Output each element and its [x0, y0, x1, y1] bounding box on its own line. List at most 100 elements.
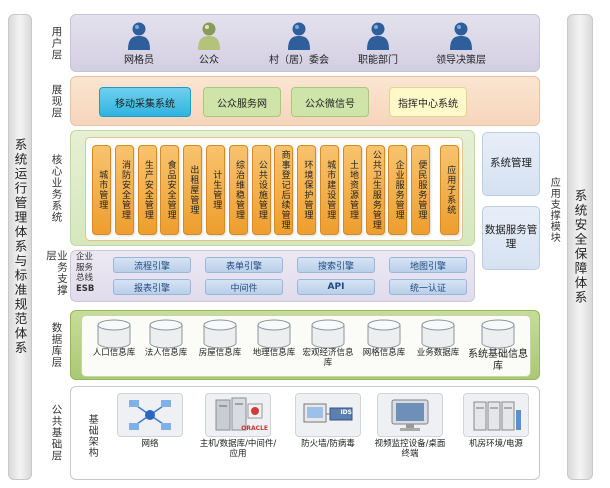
database-cylinder-icon — [421, 319, 455, 349]
core-service-item[interactable]: 出租屋管理 — [183, 145, 203, 235]
process-engine[interactable]: 流程引擎 — [113, 257, 191, 273]
layer-label-core: 核心业务系统 — [50, 153, 63, 223]
database-item: 房屋信息库 — [194, 319, 246, 359]
database-item: 地理信息库 — [248, 319, 300, 359]
left-sidebar: 系统运行管理体系与标准规范体系 — [8, 14, 32, 480]
firewall-icon: IDS — [295, 393, 361, 437]
report-engine[interactable]: 报表引擎 — [113, 279, 191, 295]
map-engine[interactable]: 地图引擎 — [389, 257, 467, 273]
person-icon — [128, 22, 150, 50]
public-wechat[interactable]: 公众微信号 — [291, 87, 369, 117]
user-gridworker: 网格员 — [109, 21, 169, 66]
database-item: 系统基础信息库 — [466, 319, 530, 372]
core-service-item[interactable]: 计生管理 — [206, 145, 225, 235]
database-label: 系统基础信息库 — [468, 349, 528, 372]
middleware[interactable]: 中间件 — [205, 279, 283, 295]
public-service-web[interactable]: 公众服务网 — [203, 87, 281, 117]
infra-layer-band: 基础架构 网络 ORACLE 主机/数据库/中间件/应用 IDS 防火墙/防病毒… — [70, 386, 540, 480]
database-panel: 人口信息库法人信息库房屋信息库地理信息库宏观经济信息库网格信息库业务数据库系统基… — [81, 315, 531, 377]
database-cylinder-icon — [97, 319, 131, 349]
form-engine[interactable]: 表单引擎 — [205, 257, 283, 273]
core-service-item[interactable]: 公共设施管理 — [251, 145, 271, 235]
infra-item-label: 网络 — [141, 439, 159, 449]
core-services-panel: 城市管理消防安全管理生产安全管理食品安全管理出租屋管理计生管理综治维稳管理公共设… — [85, 137, 463, 241]
core-service-item[interactable]: 食品安全管理 — [160, 145, 180, 235]
person-icon — [288, 22, 310, 50]
database-layer-band: 人口信息库法人信息库房屋信息库地理信息库宏观经济信息库网格信息库业务数据库系统基… — [70, 310, 540, 380]
core-layer-band: 城市管理消防安全管理生产安全管理食品安全管理出租屋管理计生管理综治维稳管理公共设… — [70, 130, 475, 246]
layer-label-database: 数据库层 — [50, 322, 63, 368]
layer-label-infra: 公共基础层 — [50, 404, 63, 462]
network-icon — [117, 393, 183, 437]
database-label: 地理信息库 — [252, 348, 296, 358]
database-item: 宏观经济信息库 — [302, 319, 354, 369]
person-icon — [450, 22, 472, 50]
core-service-item[interactable]: 综治维稳管理 — [228, 145, 248, 235]
user-layer-band: 网格员 公众 村（居）委会 职能部门 领导决策层 — [70, 14, 540, 72]
system-management-module[interactable]: 系统管理 — [482, 132, 540, 196]
layer-label-user: 用户层 — [50, 25, 63, 61]
core-service-item[interactable]: 生产安全管理 — [137, 145, 157, 235]
database-label: 法人信息库 — [144, 348, 188, 358]
user-label: 公众 — [199, 55, 219, 66]
database-cylinder-icon — [203, 319, 237, 349]
search-engine[interactable]: 搜索引擎 — [297, 257, 375, 273]
server-room-icon — [463, 393, 529, 437]
database-cylinder-icon — [257, 319, 291, 349]
data-service-management-module[interactable]: 数据服务管理 — [482, 206, 540, 270]
user-village-committee: 村（居）委会 — [259, 21, 339, 66]
layer-label-esb: 业务支撑层 — [45, 250, 69, 296]
server-icon: ORACLE — [205, 393, 271, 437]
command-center-system[interactable]: 指挥中心系统 — [389, 87, 467, 117]
core-service-item[interactable]: 应用子系统 — [440, 145, 459, 235]
infra-video-monitoring: 视频监控设备/桌面终端 — [373, 393, 447, 460]
core-service-item[interactable]: 企业服务管理 — [388, 145, 408, 235]
core-service-item[interactable]: 土地资源管理 — [342, 145, 362, 235]
database-cylinder-icon — [311, 319, 345, 349]
infra-servers: ORACLE 主机/数据库/中间件/应用 — [199, 393, 277, 460]
database-item: 法人信息库 — [140, 319, 192, 359]
monitor-icon — [377, 393, 443, 437]
database-label: 业务数据库 — [416, 348, 460, 358]
right-sidebar-label: 系统安全保障体系 — [572, 189, 588, 305]
database-item: 人口信息库 — [88, 319, 140, 359]
right-sidebar: 系统安全保障体系 — [567, 14, 593, 480]
infra-label: 基础架构 — [86, 414, 98, 458]
person-icon — [367, 22, 389, 50]
database-label: 网格信息库 — [362, 348, 406, 358]
database-cylinder-icon — [367, 319, 401, 349]
esb-label: 企业 服务 总线 ESB — [76, 252, 95, 294]
layer-label-presentation: 展现层 — [50, 83, 63, 119]
user-leadership: 领导决策层 — [421, 21, 501, 66]
infra-server-room: 机房环境/电源 — [459, 393, 533, 450]
user-label: 职能部门 — [358, 55, 398, 66]
core-service-item[interactable]: 便民服务管理 — [411, 145, 431, 235]
core-service-item[interactable]: 公共卫生服务管理 — [365, 145, 385, 235]
database-item: 业务数据库 — [412, 319, 464, 359]
user-label: 领导决策层 — [436, 55, 486, 66]
infra-item-label: 机房环境/电源 — [469, 439, 523, 449]
user-label: 网格员 — [124, 55, 154, 66]
presentation-layer-band: 移动采集系统 公众服务网 公众微信号 指挥中心系统 — [70, 76, 540, 126]
left-sidebar-label: 系统运行管理体系与标准规范体系 — [12, 138, 28, 356]
infra-item-label: 防火墙/防病毒 — [301, 439, 355, 449]
database-label: 房屋信息库 — [198, 348, 242, 358]
mobile-collection-system[interactable]: 移动采集系统 — [99, 87, 191, 117]
infra-item-label: 视频监控设备/桌面终端 — [374, 439, 446, 459]
database-label: 人口信息库 — [92, 348, 136, 358]
person-icon — [198, 22, 220, 50]
unified-auth[interactable]: 统一认证 — [389, 279, 467, 295]
core-service-item[interactable]: 消防安全管理 — [114, 145, 134, 235]
database-cylinder-icon — [481, 319, 515, 349]
user-label: 村（居）委会 — [269, 55, 329, 66]
core-service-item[interactable]: 环境保护管理 — [297, 145, 317, 235]
oracle-logo-text: ORACLE — [241, 425, 268, 433]
core-service-item[interactable]: 商事登记后续管理 — [274, 145, 294, 235]
core-service-item[interactable]: 城市建设管理 — [320, 145, 339, 235]
user-public: 公众 — [179, 21, 239, 66]
database-label: 宏观经济信息库 — [302, 348, 354, 368]
api[interactable]: API — [297, 279, 375, 295]
ids-label: IDS — [340, 409, 352, 416]
database-cylinder-icon — [149, 319, 183, 349]
core-service-item[interactable]: 城市管理 — [92, 145, 111, 235]
